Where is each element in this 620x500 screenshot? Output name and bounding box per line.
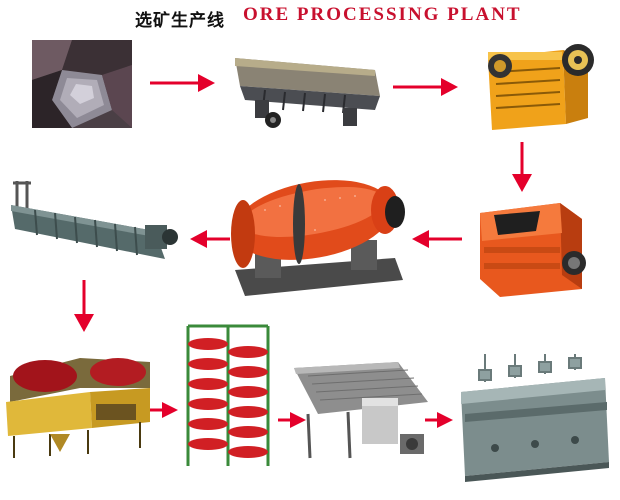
raw-ore-icon [32, 40, 132, 128]
spiral-chute-icon [178, 322, 278, 470]
flow-arrow-down [510, 142, 534, 192]
flow-arrow-right [150, 72, 215, 94]
flow-arrow-left [412, 228, 462, 250]
flotation-machine-icon [455, 352, 615, 482]
flow-arrow-down [72, 280, 96, 332]
flow-arrow-left [190, 228, 230, 250]
vibrating-feeder-icon [225, 48, 385, 134]
flow-arrow-right [425, 410, 453, 430]
shaking-table-icon [288, 358, 438, 468]
ball-mill-icon [225, 170, 410, 300]
spiral-classifier-icon [5, 175, 185, 275]
flow-arrow-right [278, 410, 306, 430]
magnetic-separator-icon [0, 348, 155, 463]
diagram-title: 选矿生产线 ORE PROCESSING PLANT [0, 2, 620, 31]
flow-arrow-right [150, 400, 178, 420]
flow-arrow-right [393, 76, 458, 98]
title-english: ORE PROCESSING PLANT [243, 4, 522, 25]
title-chinese: 选矿生产线 [135, 11, 225, 31]
impact-crusher-icon [470, 193, 595, 300]
jaw-crusher-icon [478, 38, 598, 134]
